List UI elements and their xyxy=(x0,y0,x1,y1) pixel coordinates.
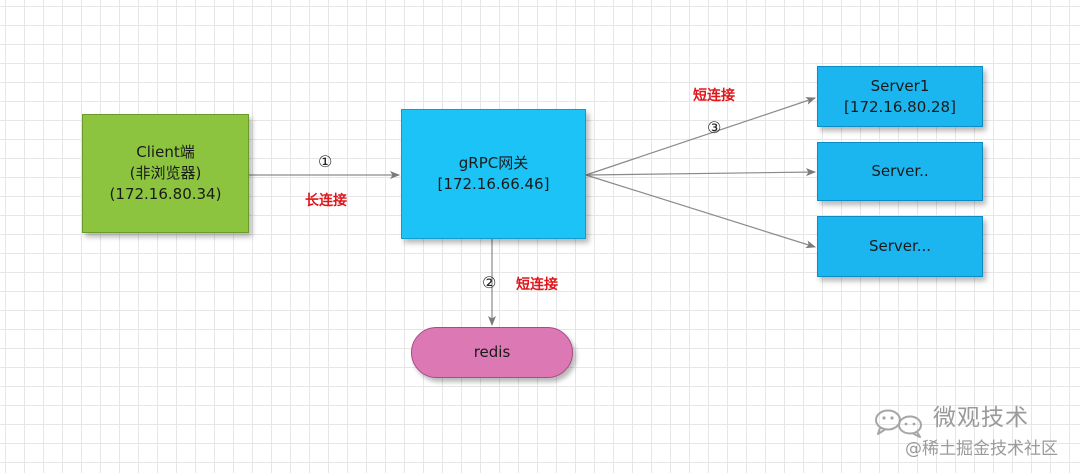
server1-name: Server1 xyxy=(870,76,930,95)
redis-node: redis xyxy=(411,327,573,378)
watermark: 微观技术 @稀土掘金技术社区 xyxy=(872,400,1072,466)
server1-node: Server1 [172.16.80.28] xyxy=(817,66,983,127)
grpc-gateway-node: gRPC网关 [172.16.66.46] xyxy=(401,109,586,239)
watermark-account-name: 微观技术 xyxy=(933,405,1029,431)
long-connection-label: 长连接 xyxy=(305,193,347,209)
gateway-name: gRPC网关 xyxy=(458,154,529,172)
step-1-marker: ① xyxy=(318,152,333,171)
client-type: (非浏览器) xyxy=(129,164,202,182)
server2-name: Server.. xyxy=(871,162,929,180)
step-3-marker: ③ xyxy=(707,118,722,137)
step-2-marker: ② xyxy=(482,273,497,292)
redis-name: redis xyxy=(473,343,511,361)
gateway-server2-arrow xyxy=(585,168,816,177)
server-short-connection-label: 短连接 xyxy=(693,88,735,104)
server3-node: Server... xyxy=(817,216,983,277)
redis-short-connection-label: 短连接 xyxy=(516,277,558,293)
client-ip: (172.16.80.34) xyxy=(109,185,222,203)
watermark-community: @稀土掘金技术社区 xyxy=(905,439,1058,459)
server3-name: Server... xyxy=(868,237,932,255)
gateway-server3-arrow xyxy=(585,174,816,249)
client-node: Client端 (非浏览器) (172.16.80.34) xyxy=(82,114,249,233)
server1-ip: [172.16.80.28] xyxy=(844,97,956,116)
server2-node: Server.. xyxy=(817,142,983,201)
gateway-ip: [172.16.66.46] xyxy=(437,175,550,193)
client-name: Client端 xyxy=(136,143,195,161)
gateway-server1-arrow xyxy=(585,97,816,176)
wechat-icon xyxy=(875,409,922,438)
